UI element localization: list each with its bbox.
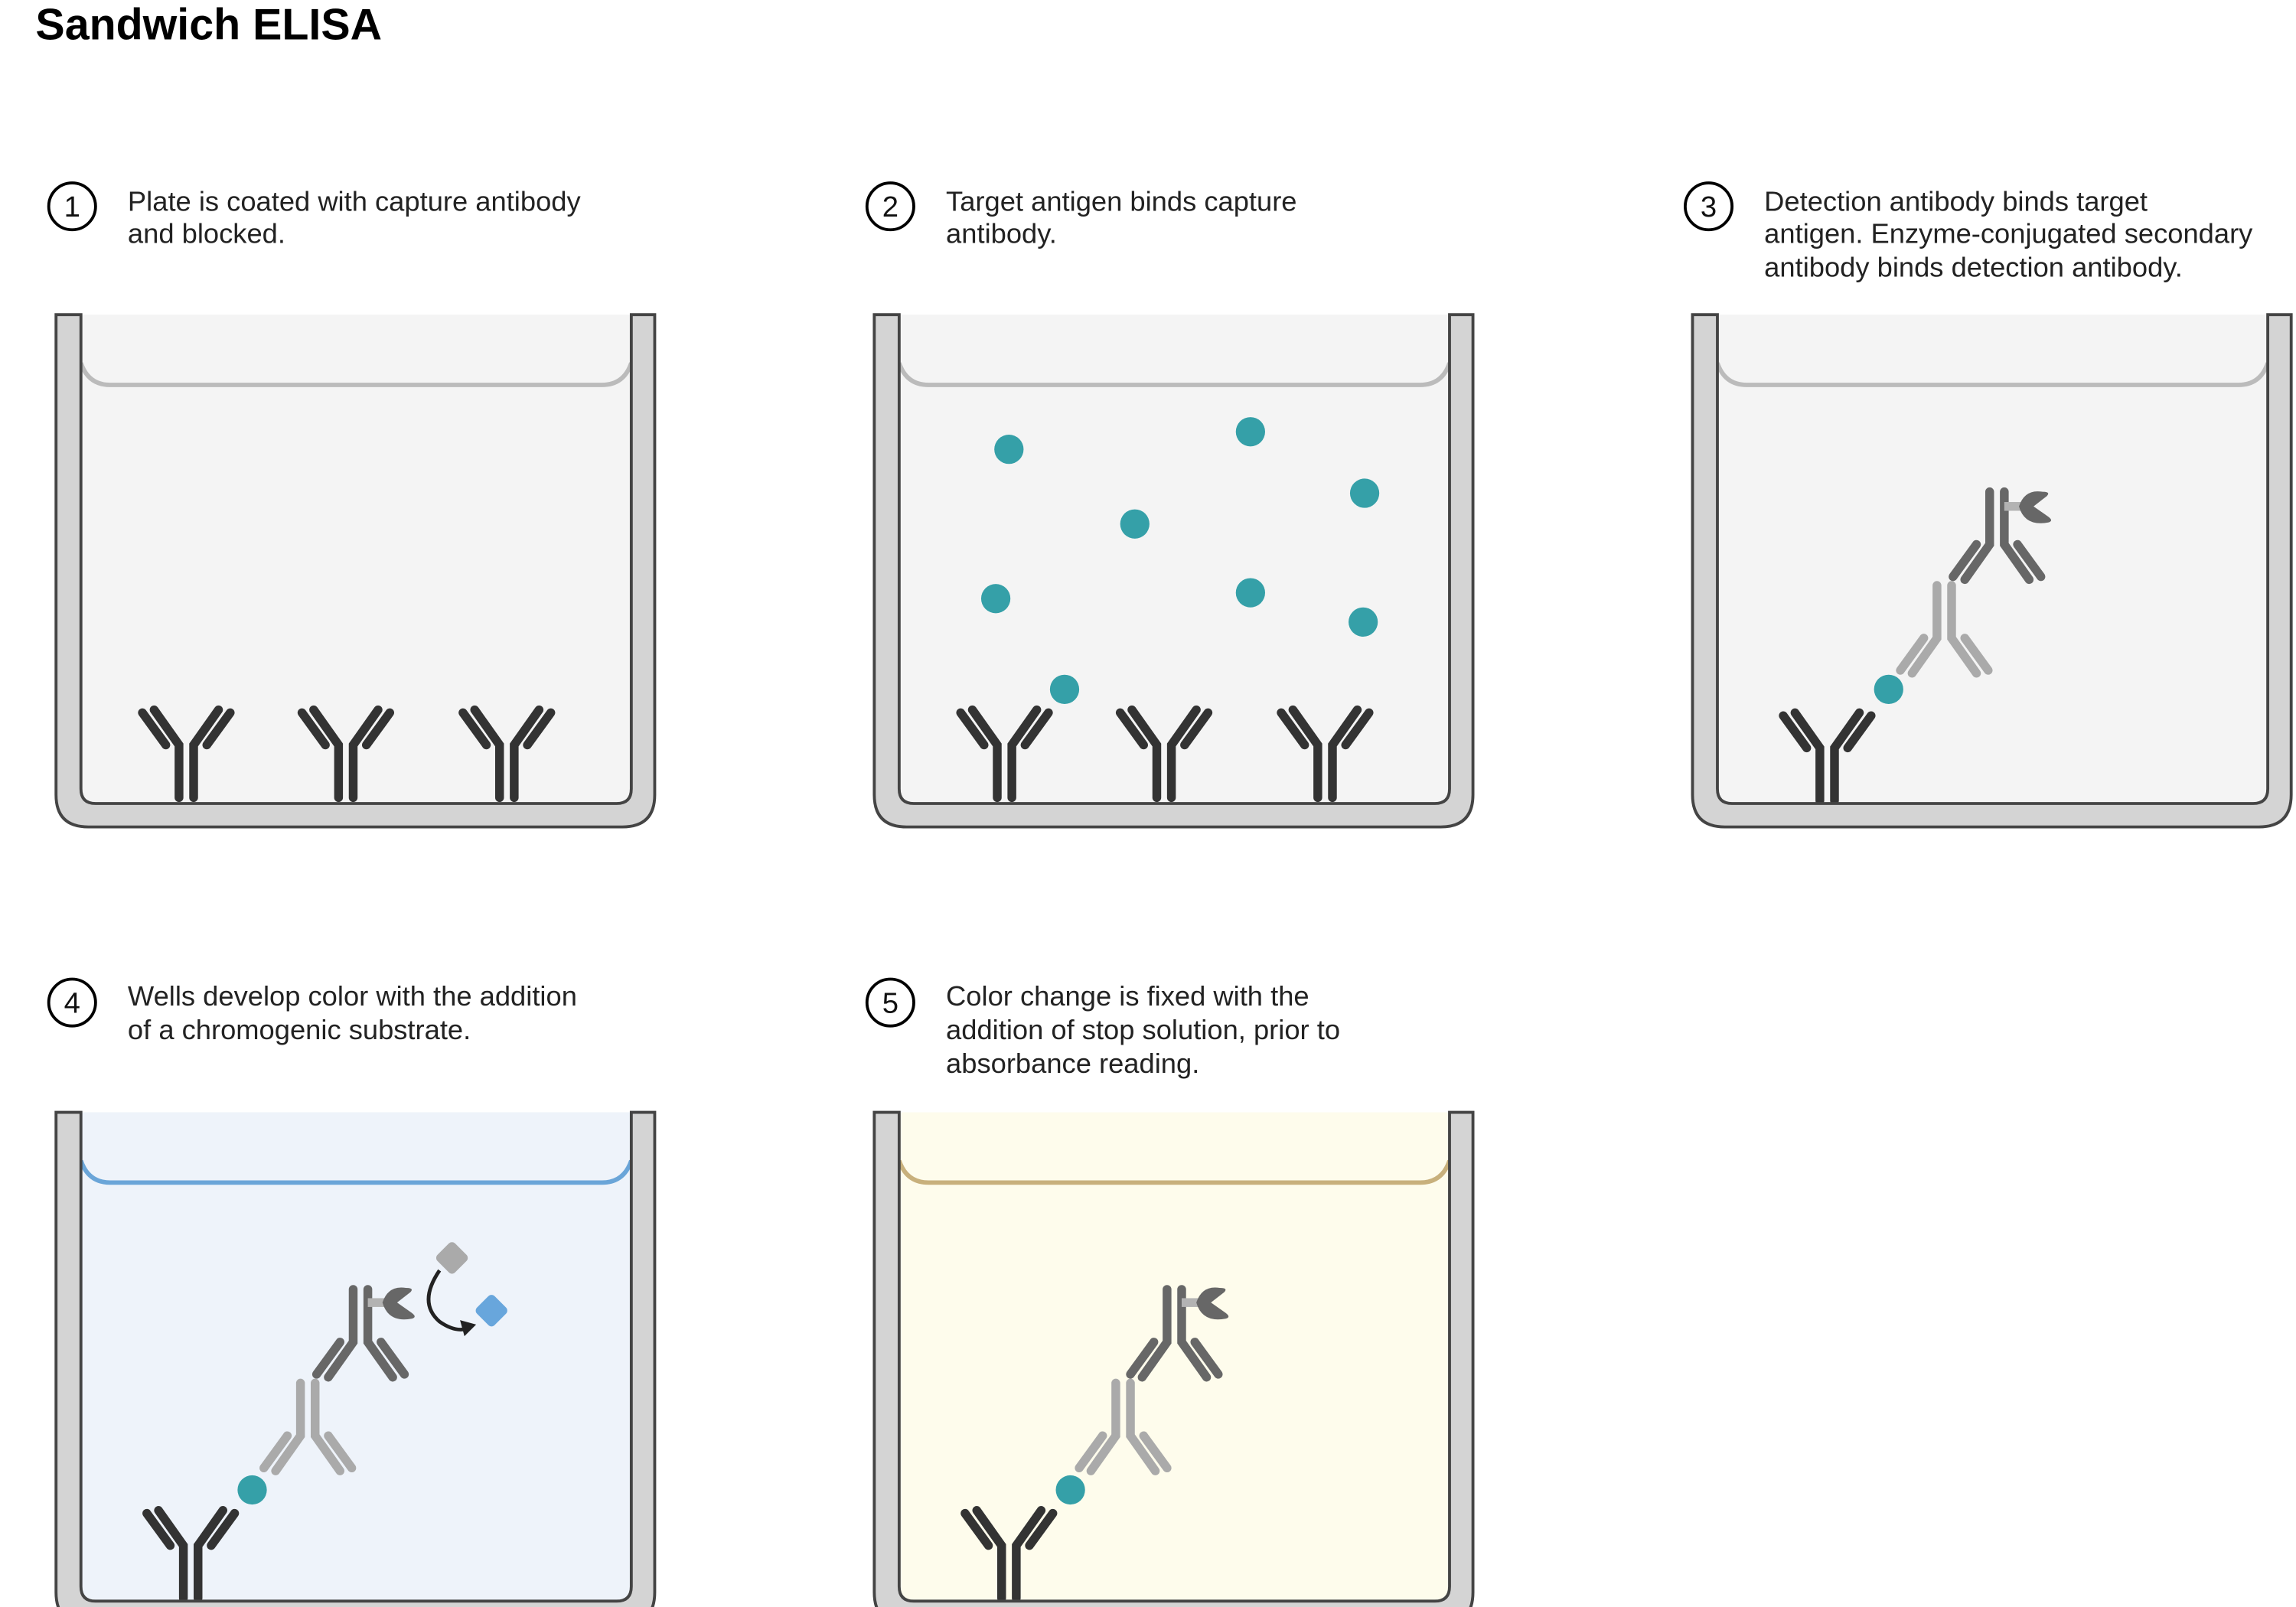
step-number: 2 <box>882 191 899 223</box>
antigen-icon <box>1349 478 1380 508</box>
step-description-line: and blocked. <box>128 217 285 249</box>
antigen-icon <box>1874 674 1903 704</box>
well-step-5 <box>872 1110 1475 1607</box>
step-description-line: of a chromogenic substrate. <box>128 1014 471 1045</box>
step-number: 1 <box>64 191 80 223</box>
step-5-label: 5 Color change is fixed with the additio… <box>865 977 1340 1079</box>
antigens <box>980 417 1380 704</box>
step-number-badge <box>865 181 915 232</box>
step-number: 4 <box>64 986 80 1019</box>
antigen-icon <box>1235 578 1266 608</box>
step-description-line: addition of stop solution, prior to <box>946 1014 1340 1045</box>
step-description-line: antibody binds detection antibody. <box>1764 251 2183 282</box>
step-number-badge <box>47 977 97 1028</box>
step-description-line: absorbance reading. <box>946 1048 1199 1079</box>
step-number-badge <box>47 181 97 232</box>
antigen-icon <box>994 435 1024 464</box>
conversion-arrow-icon <box>426 1269 467 1332</box>
product-icon <box>475 1295 507 1327</box>
bound-antigen-icon <box>1049 674 1080 704</box>
step-1-label: 1 Plate is coated with capture antibody … <box>47 181 582 249</box>
step-description-line: Wells develop color with the addition <box>128 980 577 1012</box>
step-description-line: Target antigen binds capture <box>946 185 1296 217</box>
step-description-line: antibody. <box>946 217 1057 249</box>
step-number: 5 <box>882 986 899 1019</box>
well-step-2 <box>872 313 1475 829</box>
step-description-line: antigen. Enzyme-conjugated secondary <box>1764 217 2253 249</box>
antigen-icon <box>1235 417 1266 447</box>
substrate-icon <box>435 1242 468 1274</box>
antigen-icon <box>1120 509 1150 539</box>
page-title: Sandwich ELISA <box>35 1 382 50</box>
step-number-badge <box>1684 181 1734 232</box>
antigen-icon <box>1349 607 1378 637</box>
well-step-3 <box>1691 313 2293 829</box>
step-number-badge <box>865 977 915 1028</box>
step-description-line: Detection antibody binds target <box>1764 185 2148 217</box>
step-number: 3 <box>1701 191 1717 223</box>
step-description-line: Plate is coated with capture antibody <box>128 185 582 217</box>
step-3-label: 3 Detection antibody binds target antige… <box>1684 181 2253 282</box>
step-4-label: 4 Wells develop color with the addition … <box>47 977 577 1045</box>
antigen-icon <box>1055 1475 1085 1505</box>
well-step-1 <box>54 313 657 829</box>
antigen-icon <box>237 1475 267 1505</box>
step-2-label: 2 Target antigen binds capture antibody. <box>865 181 1297 249</box>
antigen-icon <box>980 584 1011 614</box>
well-step-4 <box>54 1110 657 1607</box>
step-description-line: Color change is fixed with the <box>946 980 1309 1012</box>
